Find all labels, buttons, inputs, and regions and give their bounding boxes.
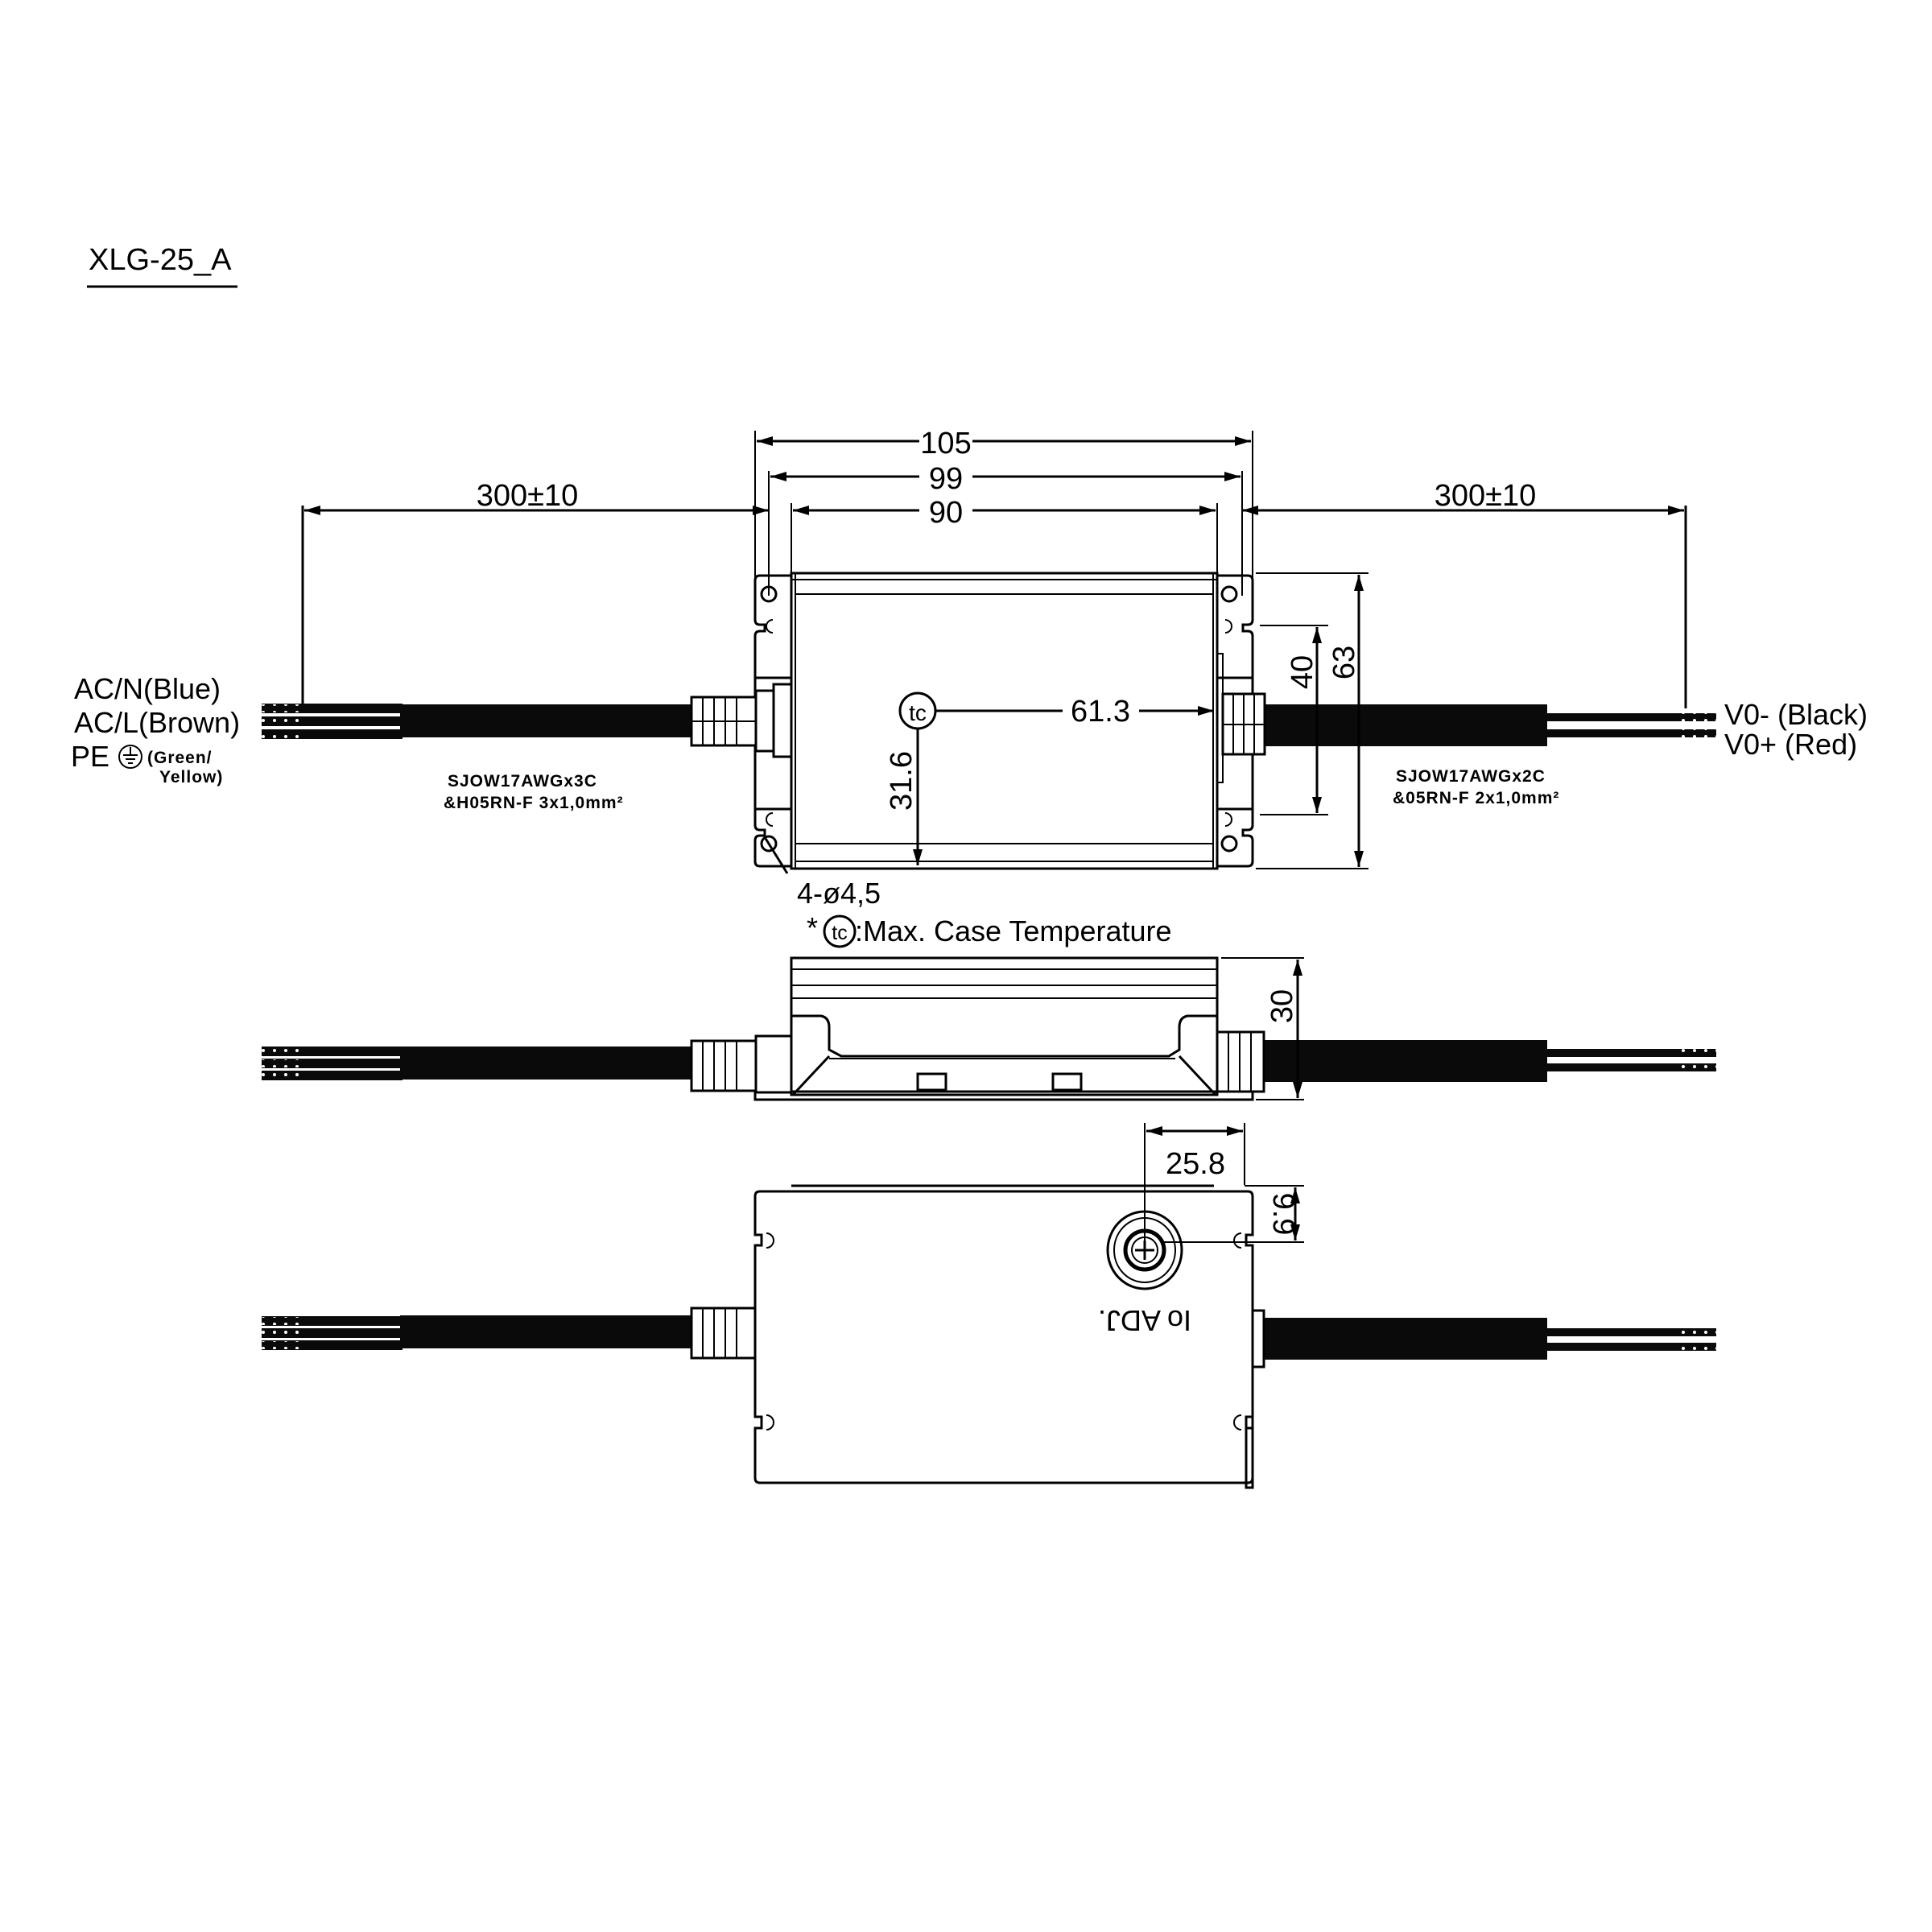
input-cable bbox=[262, 704, 691, 739]
svg-text:*: * bbox=[807, 911, 818, 944]
top-view: 105 99 90 300±10 300±10 bbox=[71, 427, 1868, 948]
side-base-plate bbox=[753, 1090, 1254, 1101]
mounting-hole-icon bbox=[760, 585, 778, 603]
output-strain-relief bbox=[1221, 692, 1266, 756]
case-body bbox=[790, 572, 1219, 870]
mounting-hole-icon bbox=[760, 835, 778, 852]
dimension-30: 30 bbox=[1221, 957, 1304, 1100]
dimension-output-cable-300: 300±10 bbox=[1242, 479, 1687, 708]
side-window-right bbox=[1051, 1072, 1083, 1092]
bottom-view: Io ADJ. 25.8 9.9 bbox=[262, 1123, 1716, 1489]
left-flange bbox=[753, 574, 791, 868]
adj-label: Io ADJ. bbox=[1098, 1304, 1191, 1337]
dimension-90: 90 bbox=[791, 496, 1218, 581]
wire-label-neutral: AC/N(Blue) bbox=[74, 672, 221, 705]
mounting-hole-icon bbox=[1220, 835, 1238, 852]
wire-label-v-minus: V0- (Black) bbox=[1724, 698, 1868, 731]
side-window-left bbox=[916, 1072, 947, 1092]
drawing-title: XLG-25_A bbox=[89, 243, 232, 277]
bottom-case-outline bbox=[753, 1190, 1254, 1489]
svg-text:(Green/: (Green/ bbox=[147, 749, 213, 767]
wire-label-v-plus: V0+ (Red) bbox=[1724, 728, 1857, 761]
dim-adj-y: 9.9 bbox=[1266, 1193, 1300, 1236]
side-case bbox=[790, 956, 1219, 1096]
drawing-title-group: XLG-25_A bbox=[87, 243, 237, 288]
dimension-25-8: 25.8 bbox=[1144, 1123, 1245, 1248]
dim-tc-x: 61.3 bbox=[1071, 695, 1130, 729]
input-wire-labels: AC/N(Blue) AC/L(Brown) PE (Green/ Yellow… bbox=[71, 672, 240, 786]
dim-height: 30 bbox=[1265, 989, 1299, 1023]
right-flange bbox=[1217, 574, 1254, 868]
output-cable bbox=[1264, 704, 1716, 746]
input-cable-spec-line1: SJOW17AWGx3C bbox=[448, 772, 597, 791]
side-view: 30 bbox=[262, 956, 1716, 1101]
wire-label-pe: PE bbox=[71, 740, 109, 773]
dim-adj-x: 25.8 bbox=[1166, 1147, 1225, 1181]
dim-input-cable: 300±10 bbox=[477, 479, 579, 513]
mounting-holes bbox=[760, 585, 1238, 852]
tc-note-text: :Max. Case Temperature bbox=[855, 914, 1172, 947]
dim-overall-width: 63 bbox=[1327, 646, 1361, 679]
dim-overall-length: 105 bbox=[920, 427, 971, 460]
input-strain-relief bbox=[690, 683, 793, 758]
dimension-40: 40 bbox=[1260, 625, 1328, 815]
dim-body-length: 90 bbox=[929, 496, 963, 530]
dim-slot-pitch: 40 bbox=[1286, 655, 1319, 689]
hole-leader-line bbox=[763, 836, 789, 874]
tc-point: tc 61.3 31.6 bbox=[885, 691, 1214, 865]
dimension-99: 99 bbox=[768, 462, 1243, 596]
svg-text:Yellow): Yellow) bbox=[159, 768, 223, 786]
output-cable-spec-line2: &05RN-F 2x1,0mm² bbox=[1393, 789, 1559, 807]
dimension-input-cable-300: 300±10 bbox=[301, 479, 769, 708]
input-cable-spec-line2: &H05RN-F 3x1,0mm² bbox=[444, 794, 624, 812]
mounting-hole-icon bbox=[1220, 585, 1238, 603]
dim-hole-pitch: 99 bbox=[929, 462, 963, 496]
dimension-9-9: 9.9 bbox=[1164, 1185, 1304, 1243]
dim-tc-y: 31.6 bbox=[885, 751, 919, 811]
earth-ground-icon bbox=[118, 745, 142, 769]
svg-text:tc: tc bbox=[832, 922, 847, 944]
dimension-63: 63 bbox=[1256, 572, 1368, 869]
output-cable-spec-line1: SJOW17AWGx2C bbox=[1396, 767, 1546, 786]
tc-note: * tc :Max. Case Temperature bbox=[807, 911, 1172, 948]
dim-output-cable: 300±10 bbox=[1435, 479, 1537, 513]
mounting-hole-callout: 4-ø4,5 bbox=[797, 877, 881, 910]
svg-text:tc: tc bbox=[909, 700, 927, 725]
dimension-105: 105 bbox=[754, 427, 1253, 581]
tc-circle-icon bbox=[823, 914, 857, 948]
wire-label-line: AC/L(Brown) bbox=[74, 706, 240, 739]
